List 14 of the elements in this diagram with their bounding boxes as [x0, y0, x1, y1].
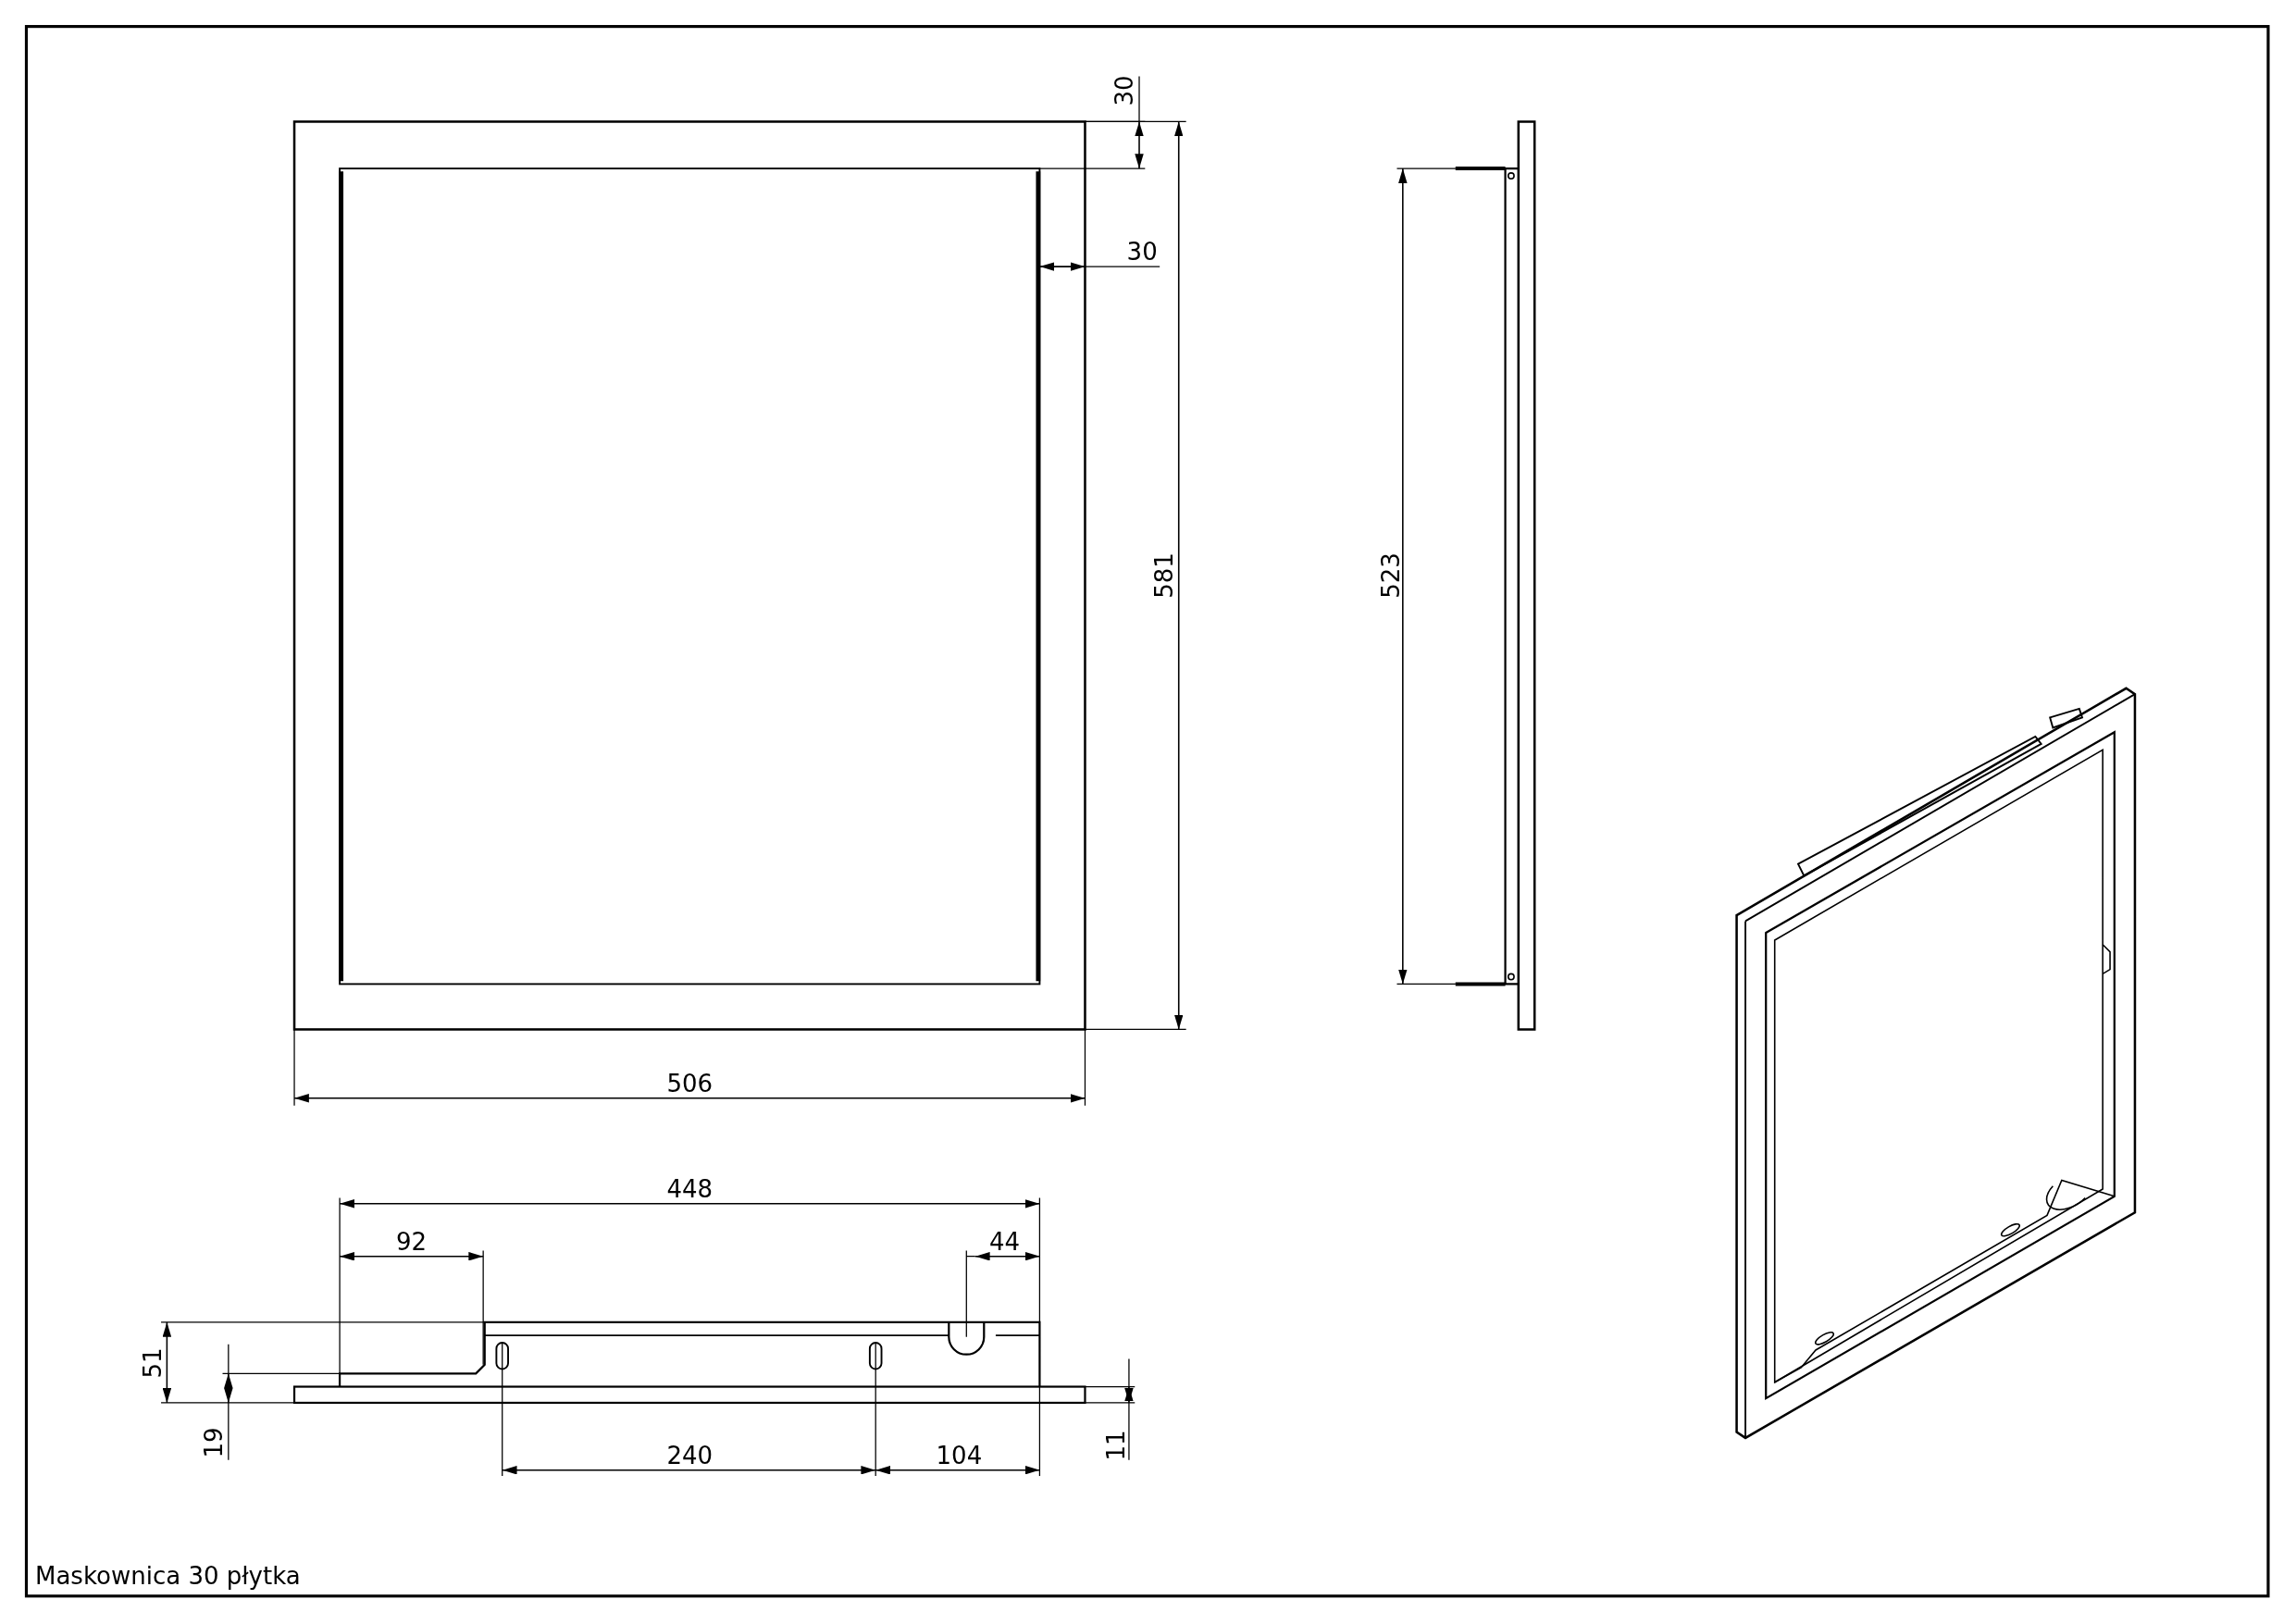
dimension-label: 44	[988, 1229, 1020, 1254]
dimension-label: 51	[140, 1347, 165, 1379]
dimension-label: 11	[1103, 1430, 1128, 1461]
dimension-label: 19	[202, 1427, 226, 1458]
dimension-label: 104	[936, 1443, 983, 1468]
dimension-label: 240	[666, 1443, 714, 1468]
dimension-label: 92	[396, 1229, 428, 1254]
dimension-label: 30	[1126, 240, 1158, 265]
dimension-label: 523	[1379, 552, 1404, 599]
dimension-label: 448	[666, 1176, 714, 1201]
dimension-label: 506	[666, 1071, 714, 1096]
dimension-label: 581	[1151, 552, 1176, 599]
title-text: Maskownica 30 płytka	[34, 1563, 301, 1588]
dimension-label: 30	[1112, 75, 1137, 106]
